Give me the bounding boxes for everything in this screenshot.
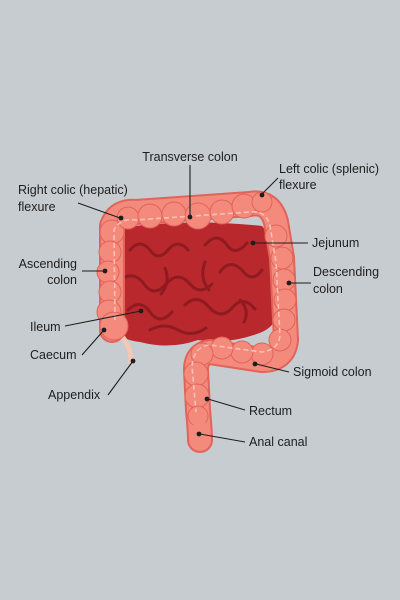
leader-rectum <box>207 398 246 411</box>
dot-sigmoid <box>252 361 258 367</box>
label-ascending-line1: Ascending <box>19 257 77 271</box>
dot-ascending <box>102 268 108 274</box>
label-transverse-colon: Transverse colon <box>142 150 237 164</box>
leader-anal-canal <box>199 433 246 443</box>
dot-appendix <box>130 358 136 364</box>
colon <box>96 190 299 453</box>
leader-left-colic <box>261 177 279 195</box>
dot-descending <box>286 280 292 286</box>
leader-lines <box>64 165 311 443</box>
leader-appendix <box>107 360 134 396</box>
label-descending-line2: colon <box>313 282 343 296</box>
label-caecum: Caecum <box>30 348 77 362</box>
leader-sigmoid <box>255 363 290 373</box>
label-sigmoid-colon: Sigmoid colon <box>293 365 372 379</box>
leader-caecum <box>81 329 105 356</box>
dot-left-colic <box>259 192 265 198</box>
label-right-colic-line1: Right colic (hepatic) <box>18 183 128 197</box>
label-right-colic-line2: flexure <box>18 200 56 214</box>
dot-caecum <box>101 327 107 333</box>
small-intestine <box>101 222 280 346</box>
leader-right-colic <box>77 202 121 219</box>
dot-anal-canal <box>196 431 202 437</box>
dot-jejunum <box>250 240 256 246</box>
dot-transverse-colon <box>187 214 193 220</box>
dot-right-colic <box>118 215 124 221</box>
labels: Transverse colon Left colic (splenic) fl… <box>18 150 379 449</box>
dot-rectum <box>204 396 210 402</box>
label-anal-canal: Anal canal <box>249 435 307 449</box>
label-rectum: Rectum <box>249 404 292 418</box>
label-ascending-line2: colon <box>47 273 77 287</box>
label-jejunum: Jejunum <box>312 236 359 250</box>
label-left-colic-line1: Left colic (splenic) <box>279 162 379 176</box>
label-ileum: Ileum <box>30 320 61 334</box>
label-appendix: Appendix <box>48 388 101 402</box>
leader-ileum <box>64 310 142 327</box>
label-descending-line1: Descending <box>313 265 379 279</box>
dot-ileum <box>138 308 144 314</box>
label-left-colic-line2: flexure <box>279 178 317 192</box>
